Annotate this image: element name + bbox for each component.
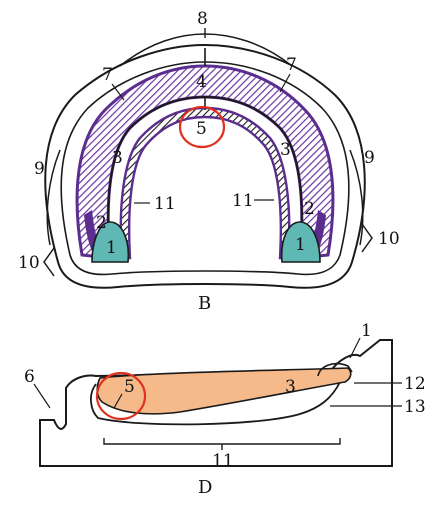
label-b-9-left: 9 [34,159,45,179]
caption-b: B [198,293,211,314]
bracket-8 [119,33,293,67]
label-d-11: 11 [212,451,234,471]
figure-d: 6 5 3 1 12 13 11 D [24,321,426,498]
leader-d-5 [113,393,123,409]
label-b-11-right: 11 [232,191,254,211]
denture-plate [96,367,352,415]
bracket-11 [103,438,341,445]
label-b-10-left: 10 [18,253,40,273]
bracket-9-right [349,149,364,246]
label-b-5: 5 [196,119,207,139]
label-b-7-left: 7 [102,65,113,85]
ridge-curve [90,381,341,426]
highlight-circle-b [178,105,226,149]
label-b-4: 4 [196,72,207,92]
label-b-8: 8 [197,9,208,29]
label-d-5: 5 [124,377,135,397]
label-b-2-right: 2 [304,199,315,219]
bracket-10-right [361,223,373,253]
label-b-9-right: 9 [364,148,375,168]
bracket-10-left [43,247,55,277]
label-b-10-right: 10 [378,229,400,249]
figure-b: 8 4 5 7 7 3 3 9 9 11 11 2 2 1 1 10 10 B [18,9,400,314]
label-d-1: 1 [361,321,372,341]
leader-7-right [279,73,291,93]
label-d-6: 6 [24,367,35,387]
leader-d-6 [33,383,51,409]
leader-d-1 [349,337,361,359]
highlight-circle-d [95,371,147,421]
pad-left [91,221,130,263]
base-outline [44,43,366,289]
label-d-3: 3 [285,377,296,397]
label-b-7-right: 7 [286,55,297,75]
leader-7-left [111,83,125,101]
caption-d: D [198,477,212,498]
label-b-1-left: 1 [106,238,117,258]
base-block [39,339,393,467]
label-b-3-right: 3 [280,140,291,160]
pad-right [280,221,321,263]
label-d-13: 13 [404,397,426,417]
label-b-11-left: 11 [154,194,176,214]
label-d-12: 12 [404,374,426,394]
label-b-3-left: 3 [112,148,123,168]
label-b-1-right: 1 [295,235,306,255]
label-b-2-left: 2 [96,213,107,233]
base-inner-outline [60,61,350,276]
bracket-9-left [46,149,61,246]
tuberosity [317,362,353,377]
